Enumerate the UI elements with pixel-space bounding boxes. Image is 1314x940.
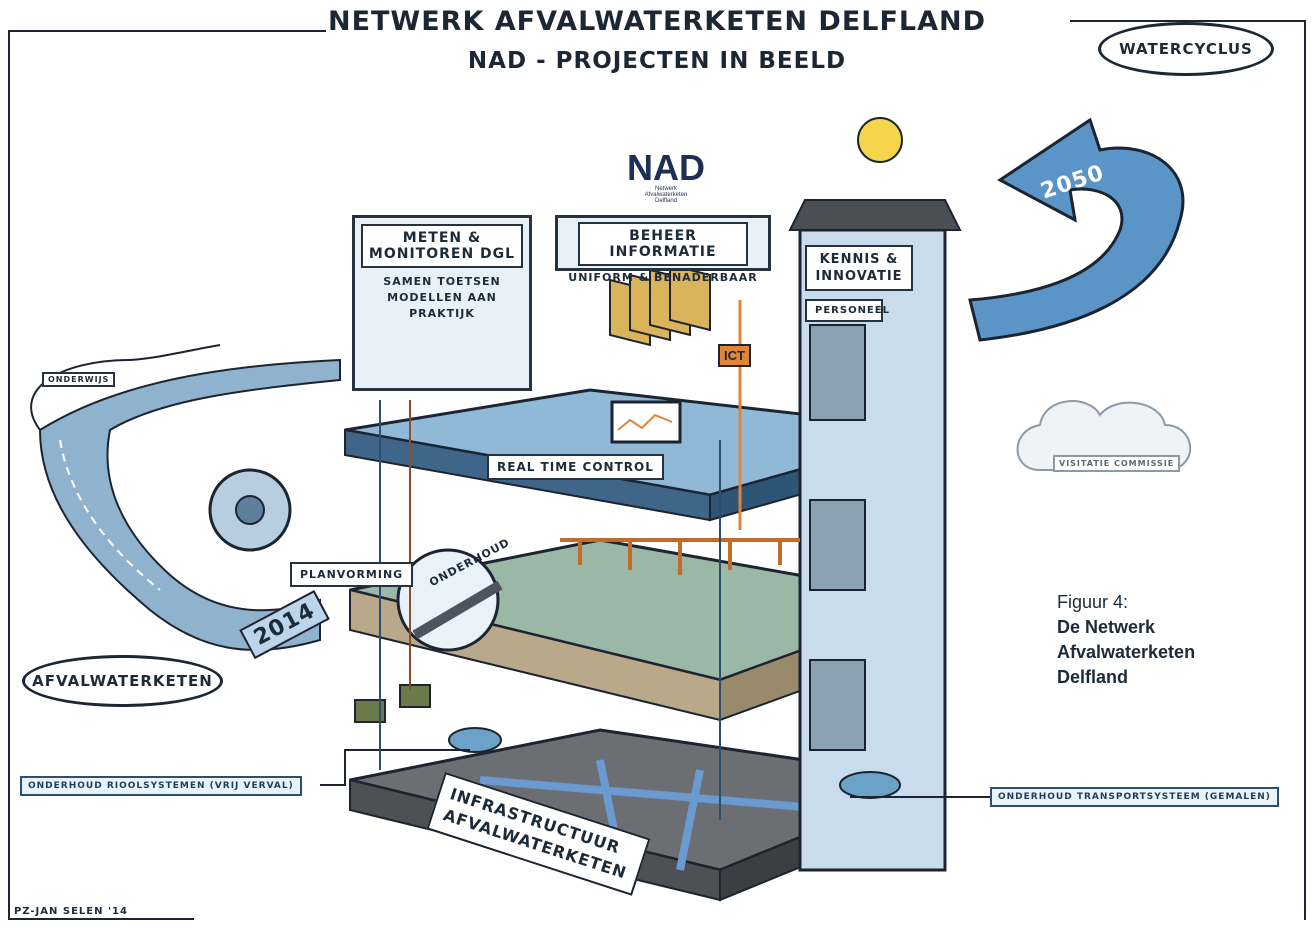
nad-logo-line2: Afvalwaterketen bbox=[644, 192, 688, 198]
panel-kennis-head2: INNOVATIE bbox=[815, 269, 903, 284]
bulb bbox=[857, 117, 903, 163]
panel-meten: METEN & MONITOREN DGL SAMEN TOETSEN MODE… bbox=[352, 215, 532, 391]
frame-right bbox=[1304, 20, 1306, 920]
planvorming-label: PLANVORMING bbox=[290, 562, 414, 587]
nad-logo-abbr: NAD bbox=[627, 147, 705, 188]
visitatie-label: VISITATIE COMMISSIE bbox=[1053, 455, 1181, 472]
onderwijs-label: ONDERWIJS bbox=[42, 372, 116, 387]
folders bbox=[609, 263, 711, 347]
riool-label: ONDERHOUD RIOOLSYSTEMEN (VRIJ VERVAL) bbox=[20, 776, 302, 796]
nad-logo: NAD Netwerk Afvalwaterketen Delfland bbox=[626, 147, 706, 205]
watercyclus-bubble: WATERCYCLUS bbox=[1098, 22, 1274, 76]
nad-logo-line1: Netwerk bbox=[654, 186, 677, 192]
frame-top-right bbox=[1070, 20, 1306, 22]
figure-caption: Figuur 4: De Netwerk Afvalwaterketen Del… bbox=[1057, 590, 1195, 690]
transport-label: ONDERHOUD TRANSPORTSYSTEEM (GEMALEN) bbox=[990, 787, 1279, 807]
ict-label: ICT bbox=[718, 344, 751, 367]
frame-bottom-left bbox=[8, 918, 194, 920]
caption-line3: Afvalwaterketen bbox=[1057, 642, 1196, 662]
caption-line4: Delfland bbox=[1057, 667, 1129, 687]
real-time-control-label: REAL TIME CONTROL bbox=[487, 454, 664, 480]
afvalwaterketen-bubble: AFVALWATERKETEN bbox=[22, 655, 223, 707]
panel-meten-head: METEN & MONITOREN DGL bbox=[361, 224, 523, 268]
panel-kennis-head1: KENNIS & bbox=[819, 252, 899, 267]
panel-kennis-head: KENNIS & INNOVATIE bbox=[805, 245, 913, 291]
panel-meten-sub1: SAMEN TOETSEN bbox=[383, 275, 501, 288]
frame-top-left bbox=[8, 30, 326, 32]
caption-line1: Figuur 4: bbox=[1057, 592, 1129, 612]
main-title: NETWERK AFVALWATERKETEN DELFLAND bbox=[327, 6, 987, 37]
panel-beheer-head: BEHEER INFORMATIE bbox=[578, 222, 748, 266]
panel-beheer-sub: UNIFORM & BENADERBAAR bbox=[568, 271, 758, 284]
frame-left bbox=[8, 30, 10, 920]
nad-logo-line3: Delfland bbox=[654, 198, 677, 204]
rtc-monitor bbox=[610, 400, 682, 444]
caption-line2: De Netwerk bbox=[1057, 617, 1156, 637]
panel-beheer: BEHEER INFORMATIE UNIFORM & BENADERBAAR bbox=[555, 215, 771, 284]
road bbox=[38, 358, 341, 651]
visitatie-cloud bbox=[1016, 400, 1192, 471]
panel-meten-sub2: MODELLEN AAN PRAKTIJK bbox=[387, 291, 497, 320]
signature: PZ-JAN SELEN '14 bbox=[14, 906, 128, 917]
sub-title: NAD - PROJECTEN IN BEELD bbox=[467, 48, 847, 74]
personeel-label: PERSONEEL bbox=[805, 299, 889, 322]
panel-kennis: KENNIS & INNOVATIE PERSONEEL bbox=[805, 245, 913, 322]
arrow-2050 bbox=[968, 117, 1185, 342]
